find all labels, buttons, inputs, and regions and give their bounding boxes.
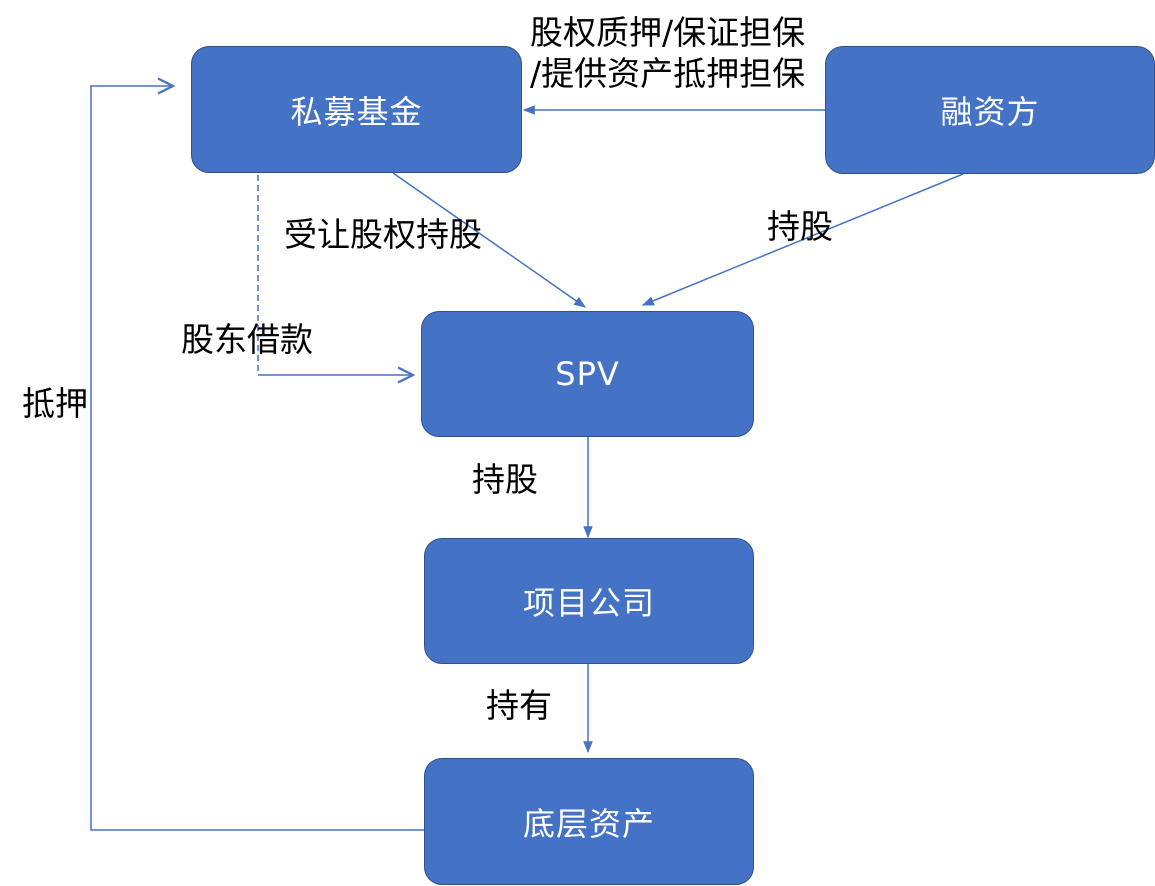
node-financier[interactable]: 融资方 <box>825 46 1155 174</box>
edge-financier-to-spv <box>641 173 964 306</box>
node-project-company-label: 项目公司 <box>522 584 655 622</box>
label-project-to-assets: 持有 <box>486 686 552 725</box>
node-private-fund-label: 私募基金 <box>290 92 423 131</box>
node-spv[interactable]: SPV <box>421 311 754 437</box>
node-private-fund[interactable]: 私募基金 <box>191 46 522 173</box>
node-financier-label: 融资方 <box>940 93 1040 131</box>
node-project-company[interactable]: 项目公司 <box>424 538 754 664</box>
label-guarantee-line1: 股权质押/保证担保 <box>530 13 806 52</box>
label-spv-to-project: 持股 <box>472 460 538 499</box>
label-guarantee-line2: /提供资产抵押担保 <box>530 54 806 93</box>
label-shareholder-loan: 股东借款 <box>181 320 313 359</box>
label-financier-to-spv: 持股 <box>767 207 833 246</box>
edge-fund-to-spv <box>392 172 586 308</box>
node-underlying-assets-label: 底层资产 <box>522 804 655 843</box>
node-underlying-assets[interactable]: 底层资产 <box>424 758 754 885</box>
label-fund-to-spv: 受让股权持股 <box>284 215 482 254</box>
label-assets-to-fund: 抵押 <box>22 384 88 423</box>
edge-assets-to-fund <box>90 86 424 831</box>
node-spv-label: SPV <box>555 355 620 393</box>
